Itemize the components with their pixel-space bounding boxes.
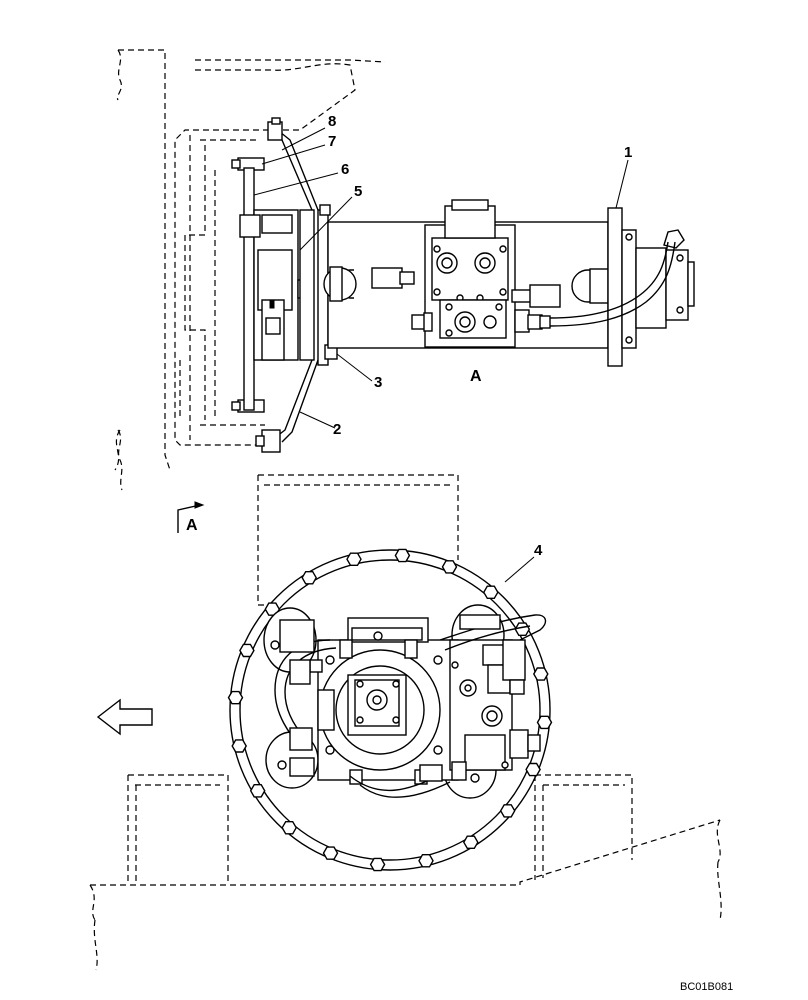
top-view: 1 2 3 5 6 7 8 A bbox=[116, 49, 695, 491]
sprocket-bolt-ring bbox=[227, 548, 553, 872]
leader-lines-top bbox=[253, 127, 629, 429]
sprocket-bolt bbox=[418, 854, 434, 868]
sprocket-bolt bbox=[462, 835, 479, 849]
hose-and-fittings bbox=[411, 229, 685, 333]
sprocket-bolt bbox=[281, 821, 298, 835]
sprocket-bolt bbox=[514, 622, 531, 636]
callout-8: 8 bbox=[328, 113, 336, 130]
leader-4 bbox=[504, 556, 535, 583]
bottom-view: 4 bbox=[89, 429, 722, 971]
sprocket-bolt bbox=[499, 804, 516, 818]
view-arrow-label: A bbox=[186, 517, 198, 534]
drawing-code: BC01B081 bbox=[680, 981, 733, 993]
callout-2: 2 bbox=[333, 421, 341, 438]
sprocket-bolt bbox=[394, 548, 411, 563]
sprocket-bolt bbox=[249, 784, 266, 798]
view-label-a: A bbox=[470, 368, 482, 385]
view-arrow-marker: A bbox=[177, 501, 205, 534]
left-arrow-icon bbox=[96, 698, 153, 736]
sprocket-bolt bbox=[239, 643, 255, 658]
callout-1: 1 bbox=[624, 144, 632, 161]
sprocket-bolt bbox=[536, 715, 553, 730]
side-valve-block bbox=[449, 639, 541, 781]
callout-3: 3 bbox=[374, 374, 382, 391]
sprocket-bolt bbox=[369, 857, 386, 872]
sprocket-bolt bbox=[482, 585, 499, 599]
sprocket-bolt bbox=[532, 667, 549, 681]
sprocket-bolt bbox=[227, 690, 244, 705]
frame-dashed-bottom bbox=[89, 429, 722, 971]
valve-block bbox=[424, 199, 516, 348]
callout-6: 6 bbox=[341, 161, 349, 178]
callout-5: 5 bbox=[354, 183, 362, 200]
sprocket-ring bbox=[227, 548, 553, 872]
sprocket-bolt bbox=[346, 552, 362, 566]
sprocket-bolt bbox=[231, 739, 248, 753]
sprocket-bolt bbox=[441, 560, 458, 574]
sprocket-bolt bbox=[301, 571, 318, 585]
sprocket-bolt bbox=[322, 846, 339, 860]
brake-housing bbox=[239, 167, 338, 411]
callout-7: 7 bbox=[328, 133, 336, 150]
bottom-hoses bbox=[274, 614, 547, 798]
sprocket-bolt bbox=[525, 762, 541, 777]
callout-4: 4 bbox=[534, 542, 543, 559]
frame-outline-dashed bbox=[116, 49, 386, 491]
motor-center bbox=[317, 617, 459, 785]
